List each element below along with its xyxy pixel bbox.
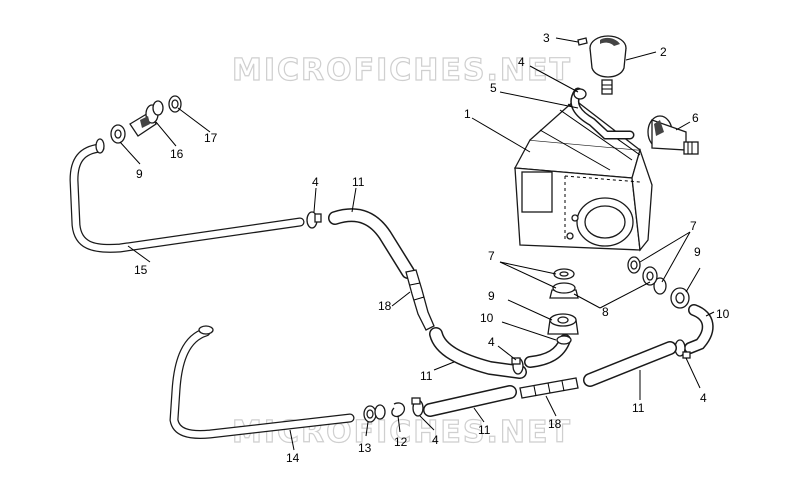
callout-11c: 11 (478, 423, 491, 437)
callout-4d: 4 (700, 391, 707, 405)
washer-17 (168, 95, 182, 113)
callout-4e: 4 (432, 433, 439, 447)
callout-6: 6 (692, 111, 699, 125)
callout-11b: 11 (420, 369, 433, 383)
nut-8-centre (549, 282, 579, 299)
callout-9b: 9 (488, 289, 495, 303)
elbow-10-centre (524, 334, 572, 368)
callout-12: 12 (394, 435, 408, 449)
callout-9c: 9 (694, 245, 701, 259)
callout-9a: 9 (136, 167, 143, 181)
callout-11a: 11 (352, 175, 365, 189)
callout-14: 14 (286, 451, 300, 465)
clamp-4-middle (511, 357, 524, 375)
callout-7a: 7 (488, 249, 495, 263)
callout-15: 15 (134, 263, 148, 277)
callout-4c: 4 (488, 335, 495, 349)
callout-2: 2 (660, 45, 667, 59)
reservoir-tank-1 (513, 99, 653, 252)
callout-5: 5 (490, 81, 497, 95)
hose-11-right (583, 341, 677, 387)
callout-4a: 4 (518, 55, 525, 69)
union-16 (129, 100, 164, 137)
callout-labels: 1 2 3 4 4 4 4 4 5 6 7 7 8 8 9 9 9 10 10 … (134, 31, 730, 465)
clamp-4-lower (411, 397, 424, 417)
callout-4b: 4 (312, 175, 319, 189)
nut-8-right (642, 266, 658, 286)
pin-3 (577, 37, 588, 46)
fitting-9-centre (547, 313, 579, 335)
joint-18-upper (405, 269, 435, 331)
callout-10a: 10 (480, 311, 494, 325)
callout-18a: 18 (378, 299, 392, 313)
callout-3: 3 (543, 31, 550, 45)
watermark-top: MICROFICHES.NET (232, 53, 572, 88)
hose-11-lower (423, 385, 517, 417)
callout-16: 16 (170, 147, 184, 161)
washer-7-right (627, 256, 667, 295)
elbow-10-right (684, 304, 714, 354)
valve-6 (647, 115, 699, 155)
watermark-bottom: MICROFICHES.NET (232, 415, 572, 450)
callout-18b: 18 (548, 417, 562, 431)
callout-7b: 7 (690, 219, 697, 233)
valve-2 (589, 35, 627, 95)
callout-13: 13 (358, 441, 372, 455)
callout-1: 1 (464, 107, 471, 121)
fitting-9-right (670, 287, 690, 309)
callout-17: 17 (204, 131, 218, 145)
fitting-9-upper (95, 124, 126, 154)
callout-11d: 11 (632, 401, 645, 415)
callout-10b: 10 (716, 307, 730, 321)
leader-lines (119, 37, 715, 451)
clip-12 (391, 402, 406, 418)
hose-11-mid (429, 327, 527, 379)
ring-13 (363, 404, 386, 423)
joint-18-lower (519, 377, 579, 399)
callout-8a: 8 (602, 305, 609, 319)
hose-15 (69, 143, 305, 253)
washer-7-centre (553, 268, 575, 280)
hose-11-upper (328, 208, 415, 279)
clamp-4-upper (306, 211, 322, 229)
hose-14 (169, 325, 355, 439)
